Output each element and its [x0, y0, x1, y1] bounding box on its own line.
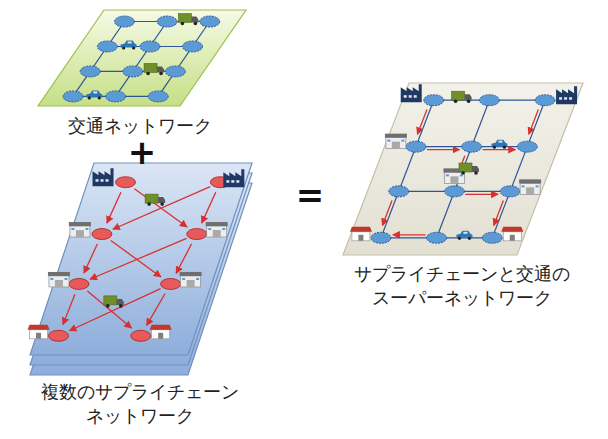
- road-node: [200, 16, 220, 27]
- super-node: [427, 232, 447, 243]
- super-node: [371, 232, 391, 243]
- road-node: [157, 16, 177, 27]
- flow-arrow: [147, 293, 165, 325]
- road-node: [114, 16, 134, 27]
- factory-icon: [93, 168, 114, 186]
- flow-arrow: [87, 291, 131, 328]
- factory-icon: [223, 169, 244, 187]
- network-caption: 複数のサプライチェーン ネットワーク: [10, 380, 270, 429]
- road-node: [123, 66, 143, 77]
- super-node: [517, 141, 537, 152]
- supply-chain-layers: 複数のサプライチェーン ネットワーク: [30, 163, 252, 375]
- flow-arrow: [393, 234, 426, 235]
- truck-icon: [144, 63, 164, 75]
- flow-arrow: [417, 109, 427, 134]
- super-node: [479, 95, 499, 106]
- network-drawing: [343, 83, 583, 255]
- flow-arrow: [84, 244, 97, 273]
- shop-icon: [150, 325, 172, 339]
- road-node: [183, 41, 203, 52]
- shop-icon: [501, 227, 523, 241]
- road-lines: [381, 100, 545, 238]
- network-plane: [343, 83, 583, 255]
- car-icon: [456, 231, 472, 240]
- equals-sign: =: [296, 178, 325, 212]
- flow-arrow: [90, 238, 187, 279]
- super-node: [500, 186, 520, 197]
- road-node: [140, 41, 160, 52]
- network-plane: [30, 163, 252, 355]
- flow-arrow: [202, 192, 216, 223]
- network-drawing: [30, 163, 252, 375]
- truck-icon: [178, 14, 198, 26]
- network-drawing: [38, 10, 246, 106]
- warehouse-icon: [519, 179, 541, 194]
- road-node: [148, 91, 168, 102]
- road-node: [63, 91, 83, 102]
- flow-arrow: [465, 194, 498, 195]
- flow-arrow: [107, 192, 121, 223]
- shop-icon: [28, 325, 50, 339]
- supply-node: [187, 229, 207, 240]
- flow-arrow: [529, 109, 539, 134]
- supply-node: [69, 278, 89, 289]
- network-illustration: [28, 168, 245, 341]
- warehouse-icon: [206, 222, 228, 237]
- transport-network-panel: 交通ネットワーク: [38, 10, 246, 106]
- network-caption: サプライチェーンと交通の スーパーネットワーク: [332, 262, 592, 311]
- car-icon: [121, 40, 137, 49]
- factory-icon: [401, 84, 422, 102]
- network-plane: [38, 10, 246, 106]
- warehouse-icon: [69, 222, 91, 237]
- car-icon: [86, 90, 102, 99]
- supernetwork-panel: サプライチェーンと交通の スーパーネットワーク: [343, 83, 583, 255]
- car-icon: [491, 140, 507, 149]
- super-node: [482, 232, 502, 243]
- flow-arrow: [176, 244, 191, 274]
- super-node: [462, 141, 482, 152]
- road-node: [165, 66, 185, 77]
- supply-node: [161, 278, 181, 289]
- supply-node: [92, 229, 112, 240]
- super-node: [389, 186, 409, 197]
- super-node: [444, 186, 464, 197]
- truck-icon: [459, 163, 479, 175]
- network-illustration: [350, 84, 577, 243]
- flow-arrow: [483, 149, 516, 150]
- flow-arrow: [111, 241, 161, 277]
- flow-arrow: [427, 149, 460, 150]
- supply-node: [49, 330, 69, 341]
- super-node: [424, 95, 444, 106]
- warehouse-icon: [48, 272, 70, 287]
- flow-arrow: [382, 201, 392, 226]
- network-illustration: [63, 14, 220, 102]
- road-node: [80, 66, 100, 77]
- shop-icon: [350, 227, 372, 241]
- truck-icon: [452, 91, 472, 103]
- plus-sign: +: [128, 135, 157, 169]
- supply-node: [116, 177, 136, 188]
- warehouse-icon: [180, 272, 202, 287]
- flow-arrow: [63, 294, 75, 324]
- road-lines: [73, 22, 210, 97]
- flow-arrow: [113, 187, 210, 230]
- road-node: [106, 91, 126, 102]
- truck-icon: [145, 194, 165, 206]
- factory-icon: [556, 86, 577, 104]
- super-node: [535, 95, 555, 106]
- supply-node: [131, 330, 151, 341]
- warehouse-icon: [385, 134, 407, 149]
- super-node: [406, 141, 426, 152]
- flow-arrow: [494, 201, 504, 226]
- road-node: [97, 41, 117, 52]
- truck-icon: [104, 296, 124, 308]
